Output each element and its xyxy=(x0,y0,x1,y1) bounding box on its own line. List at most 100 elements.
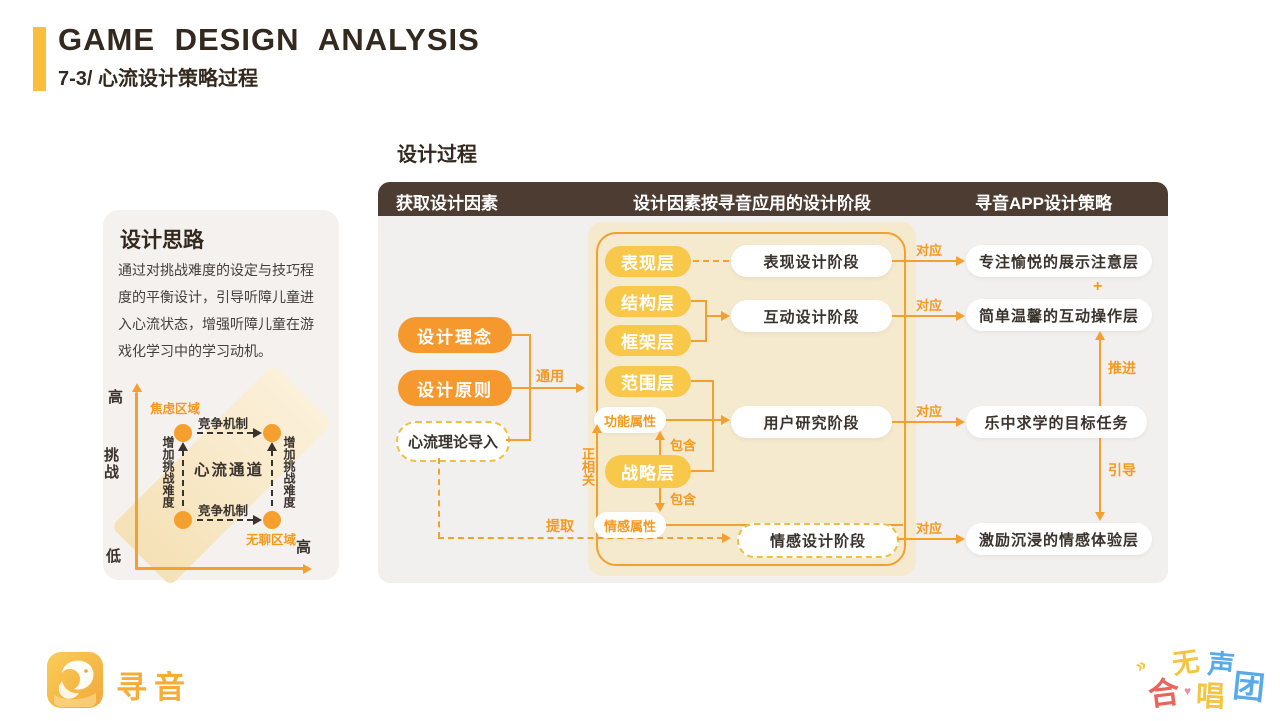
y-axis-label: 挑战 xyxy=(102,447,119,481)
contain-up-head xyxy=(655,431,665,440)
column-header-stages: 设计因素按寻音应用的设计阶段 xyxy=(633,194,871,213)
extract-arrow-head xyxy=(722,533,731,543)
flow-dot-bottom-right xyxy=(263,511,281,529)
contain-up-line xyxy=(659,439,661,455)
structure-link xyxy=(691,300,707,302)
contain-down-line xyxy=(659,488,661,504)
difficulty-arrow-left-head xyxy=(178,442,188,451)
scope-strategy-bracket xyxy=(712,380,714,472)
stage-user-research: 用户研究阶段 xyxy=(731,406,892,438)
correspond-label-4: 对应 xyxy=(916,521,943,536)
flow-dot-bottom-left xyxy=(174,511,192,529)
flow-channel-label: 心流通道 xyxy=(194,462,265,479)
chart-x-axis xyxy=(135,567,305,570)
layer-structure: 结构层 xyxy=(605,286,691,317)
column-header-strategy: 寻音APP设计策略 xyxy=(975,194,1112,213)
competition-arrow-bottom xyxy=(197,519,253,521)
general-arrow-line xyxy=(512,387,578,389)
competition-arrow-top-head xyxy=(253,428,262,438)
extract-label: 提取 xyxy=(546,518,574,534)
structure-skeleton-bracket xyxy=(705,300,707,342)
layer-scope: 范围层 xyxy=(605,366,691,397)
source-design-principle: 设计原则 xyxy=(398,370,512,406)
y-axis-low-label: 低 xyxy=(106,548,122,565)
app-logo-text: 寻音 xyxy=(116,670,192,705)
correspond-head-1 xyxy=(956,256,965,266)
difficulty-arrow-left xyxy=(182,450,184,506)
strategy-attention-layer: 专注愉悦的展示注意层 xyxy=(966,245,1152,277)
difficulty-label-left: 增加挑战难度 xyxy=(161,436,175,508)
choir-logo-char5: 团 xyxy=(1230,667,1267,707)
x-axis-arrowhead xyxy=(303,563,312,574)
difficulty-arrow-right-head xyxy=(267,442,277,451)
extract-path-vertical xyxy=(438,458,440,538)
difficulty-label-right: 增加挑战难度 xyxy=(282,436,296,508)
layer-skeleton: 框架层 xyxy=(605,325,691,356)
correspond-label-1: 对应 xyxy=(916,243,943,258)
source-flow-theory: 心流理论导入 xyxy=(396,421,510,462)
advance-head xyxy=(1095,331,1105,340)
research-arrow-head xyxy=(721,415,730,425)
connector-concept xyxy=(512,334,531,336)
general-arrow-head xyxy=(576,383,585,393)
extract-path-horizontal xyxy=(438,537,723,539)
source-design-concept: 设计理念 xyxy=(398,317,512,353)
correspond-line-4 xyxy=(897,538,958,540)
competition-arrow-top xyxy=(197,432,253,434)
contain-label-bottom: 包含 xyxy=(670,492,697,507)
advance-line xyxy=(1099,338,1101,406)
stage-group-outline xyxy=(596,232,906,566)
skeleton-link xyxy=(691,340,707,342)
stage-emotional-design: 情感设计阶段 xyxy=(737,523,899,558)
design-thinking-body: 通过对挑战难度的设定与技巧程度的平衡设计，引导听障儿童进入心流状态，增强听障儿童… xyxy=(118,262,314,359)
process-header-bar: 获取设计因素 设计因素按寻音应用的设计阶段 寻音APP设计策略 xyxy=(378,182,1168,216)
choir-logo-heart: ♥ xyxy=(1184,684,1192,698)
guide-head xyxy=(1095,512,1105,521)
y-axis-high-label: 高 xyxy=(108,389,124,406)
y-axis-arrowhead xyxy=(131,383,142,392)
attribute-functional: 功能属性 xyxy=(594,407,666,433)
boredom-zone-label: 无聊区域 xyxy=(246,533,297,547)
strategy-emotion-layer: 激励沉浸的情感体验层 xyxy=(966,523,1152,555)
stage-interaction-design: 互动设计阶段 xyxy=(731,300,892,332)
interaction-arrow-line xyxy=(705,315,723,317)
competition-label-bottom: 竞争机制 xyxy=(198,504,249,518)
advance-label: 推进 xyxy=(1108,360,1136,376)
strategy-link xyxy=(691,470,714,472)
layer-strategy: 战略层 xyxy=(605,455,691,488)
correspond-line-2 xyxy=(892,315,958,317)
anxiety-zone-label: 焦虑区域 xyxy=(150,402,201,416)
correspond-line-3 xyxy=(892,421,958,423)
title-accent-bar xyxy=(33,27,46,91)
correspond-head-2 xyxy=(956,311,965,321)
general-label: 通用 xyxy=(536,368,564,384)
guide-line xyxy=(1099,438,1101,514)
chart-y-axis xyxy=(135,392,138,570)
presentation-dashed-link xyxy=(693,260,729,262)
scope-link xyxy=(691,380,714,382)
page-title: GAME DESIGN ANALYSIS xyxy=(58,22,480,57)
flow-dot-top-left xyxy=(174,424,192,442)
stage-presentation-design: 表现设计阶段 xyxy=(731,245,892,277)
positive-corr-label: 正相关 xyxy=(580,447,595,486)
x-axis-high-label: 高 xyxy=(296,539,312,556)
guide-label: 引导 xyxy=(1108,462,1136,478)
correspond-line-1 xyxy=(892,260,958,262)
correspond-label-3: 对应 xyxy=(916,404,943,419)
plus-sign: + xyxy=(1093,278,1103,295)
correspond-head-3 xyxy=(956,417,965,427)
choir-logo-char3: 合 xyxy=(1146,674,1182,713)
design-thinking-title: 设计思路 xyxy=(120,229,204,252)
process-title: 设计过程 xyxy=(397,144,477,166)
correspond-head-4 xyxy=(956,534,965,544)
connector-flow-theory xyxy=(506,439,531,441)
contain-down-head xyxy=(655,503,665,512)
correspond-label-2: 对应 xyxy=(916,298,943,313)
positive-corr-head xyxy=(592,424,602,433)
interaction-arrow-head xyxy=(721,311,730,321)
choir-logo-char4: 唱 xyxy=(1195,680,1226,714)
column-header-factors: 获取设计因素 xyxy=(396,194,498,213)
layer-presentation: 表现层 xyxy=(605,246,691,277)
competition-label-top: 竞争机制 xyxy=(198,417,249,431)
